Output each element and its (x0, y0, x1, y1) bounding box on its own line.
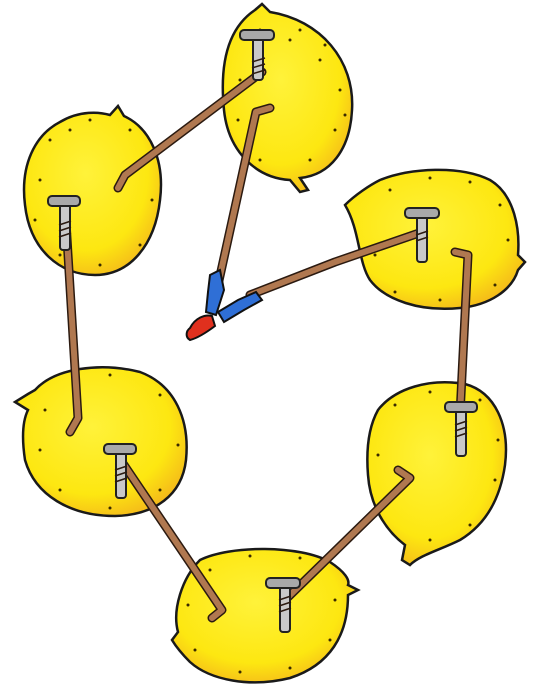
clip-blue-right (218, 292, 262, 322)
clip-blue-left (206, 270, 224, 315)
lemon-upper-left (24, 106, 161, 275)
lemon-lower-right (367, 382, 506, 565)
lemon-right (345, 170, 525, 309)
lemon-lower-left (15, 367, 187, 516)
clip-red (187, 316, 215, 341)
lemon-bottom (172, 549, 358, 682)
test-clips (187, 270, 262, 340)
